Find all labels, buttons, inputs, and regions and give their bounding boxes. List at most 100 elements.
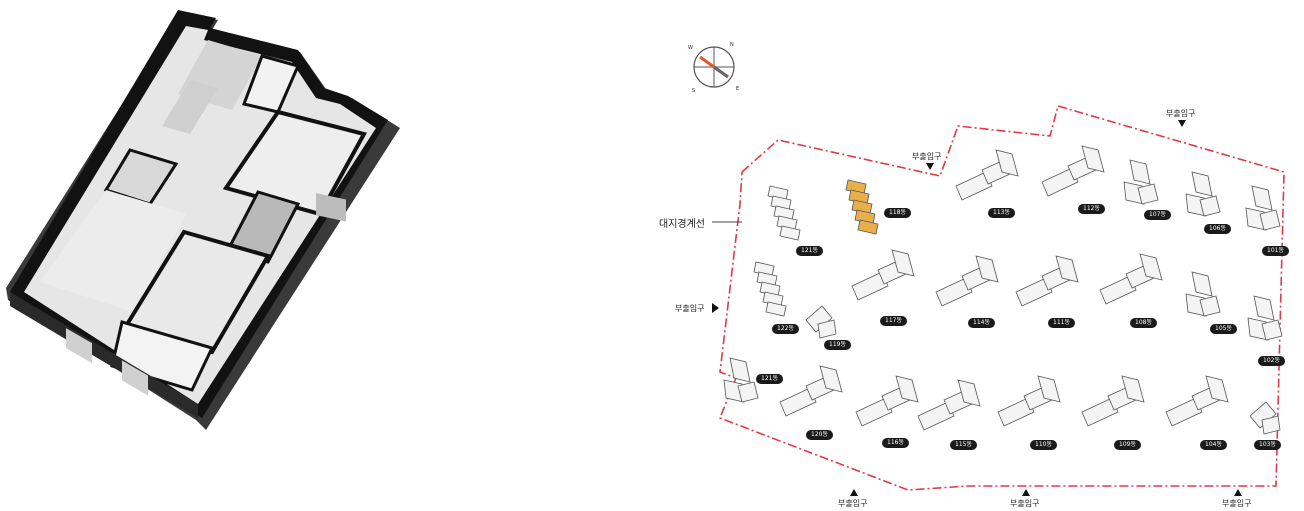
building-label: 120동 xyxy=(806,430,833,440)
building-unit xyxy=(975,255,999,283)
building-unit xyxy=(1121,375,1145,403)
building-label: 101동 xyxy=(1262,246,1289,256)
building-unit xyxy=(1037,375,1061,403)
building-footprint xyxy=(1123,159,1159,205)
kitchen-cabinets xyxy=(162,80,218,134)
building-unit xyxy=(765,301,787,317)
building-footprint xyxy=(753,261,787,317)
building-label: 108동 xyxy=(1130,318,1157,328)
building-label: 103동 xyxy=(1254,440,1281,450)
entrance-arrow-left xyxy=(712,303,719,313)
building-footprint xyxy=(1185,271,1221,317)
building-unit xyxy=(1081,145,1105,173)
isometric-floor-plan xyxy=(6,10,400,430)
facade-window-1 xyxy=(66,328,92,364)
entrance-label-left: 부출입구 xyxy=(675,304,705,313)
compass-letter-e: E xyxy=(736,86,740,92)
entrance-label-bottom-right: 부출입구 xyxy=(1222,499,1252,508)
entrance-arrow-bottom-left xyxy=(850,489,858,496)
building-label: 107동 xyxy=(1144,210,1171,220)
building-footprint xyxy=(1099,253,1163,305)
compass-icon xyxy=(693,46,735,88)
building-unit xyxy=(1099,275,1137,305)
facade-front xyxy=(10,292,198,418)
building-unit xyxy=(729,357,751,383)
building-footprint xyxy=(1245,185,1281,231)
building-unit xyxy=(1251,185,1273,211)
entrance-label-bottom-center: 부출입구 xyxy=(1010,499,1040,508)
building-label: 106동 xyxy=(1204,224,1231,234)
building-unit xyxy=(1259,209,1281,231)
building-label: 109동 xyxy=(1114,440,1141,450)
building-footprint xyxy=(997,375,1061,427)
building-unit xyxy=(851,271,889,301)
building-unit xyxy=(805,305,833,333)
building-unit xyxy=(857,219,879,235)
building-footprint xyxy=(855,375,919,427)
building-footprint xyxy=(779,365,843,417)
entrance-label-top-right: 부출입구 xyxy=(1166,109,1196,118)
entrance-arrow-top-center xyxy=(926,163,934,170)
entrance-arrow-top-right xyxy=(1178,120,1186,127)
building-unit xyxy=(1261,319,1283,341)
building-unit xyxy=(1041,167,1079,197)
building-unit xyxy=(1261,415,1281,435)
compass-letter-s: S xyxy=(692,88,696,94)
building-label: 104동 xyxy=(1200,440,1227,450)
site-boundary-line xyxy=(718,105,1285,491)
building-unit xyxy=(779,387,817,417)
building-label: 110동 xyxy=(1030,440,1057,450)
building-unit xyxy=(895,375,919,403)
building-footprint xyxy=(1081,375,1145,427)
building-unit xyxy=(1199,195,1221,217)
building-label: 121동 xyxy=(796,246,823,256)
building-unit xyxy=(891,249,915,277)
building-unit xyxy=(997,397,1035,427)
building-unit xyxy=(819,365,843,393)
building-footprint xyxy=(917,379,981,431)
building-label: 105동 xyxy=(1210,324,1237,334)
building-footprint xyxy=(1165,375,1229,427)
building-label: 102동 xyxy=(1258,356,1285,366)
building-unit xyxy=(1137,183,1159,205)
building-unit xyxy=(817,319,837,339)
building-footprint xyxy=(851,249,915,301)
building-footprint xyxy=(1247,295,1283,341)
building-unit xyxy=(1055,255,1079,283)
building-footprint xyxy=(935,255,999,307)
compass-letter-n: N xyxy=(730,42,734,48)
building-label: 111동 xyxy=(1048,318,1075,328)
building-unit xyxy=(935,277,973,307)
living-room xyxy=(40,190,186,312)
building-unit xyxy=(1199,295,1221,317)
shower-room xyxy=(225,190,301,264)
building-footprint xyxy=(767,185,801,241)
entrance-label-bottom-left: 부출입구 xyxy=(838,499,868,508)
building-unit xyxy=(1129,159,1151,185)
building-unit xyxy=(855,397,893,427)
building-unit xyxy=(957,379,981,407)
building-unit xyxy=(1165,397,1203,427)
building-label: 117동 xyxy=(880,316,907,326)
building-label: 116동 xyxy=(882,438,909,448)
facade-window-2 xyxy=(122,360,148,396)
bedroom-lower xyxy=(122,229,272,355)
building-unit xyxy=(1191,271,1213,297)
building-footprint xyxy=(1249,401,1281,435)
building-footprint xyxy=(845,179,879,235)
boundary-label: 대지경계선 xyxy=(659,219,705,230)
building-unit xyxy=(1205,375,1229,403)
building-footprint xyxy=(1015,255,1079,307)
window-upper xyxy=(316,193,346,222)
building-unit xyxy=(955,171,993,201)
building-unit xyxy=(917,401,955,431)
building-unit xyxy=(995,149,1019,177)
building-unit xyxy=(737,381,759,403)
entrance-label-top-center: 부출입구 xyxy=(912,152,942,161)
building-unit xyxy=(1191,171,1213,197)
entrance-arrow-bottom-center xyxy=(1022,489,1030,496)
building-unit xyxy=(1249,401,1277,429)
building-unit xyxy=(1253,295,1275,321)
